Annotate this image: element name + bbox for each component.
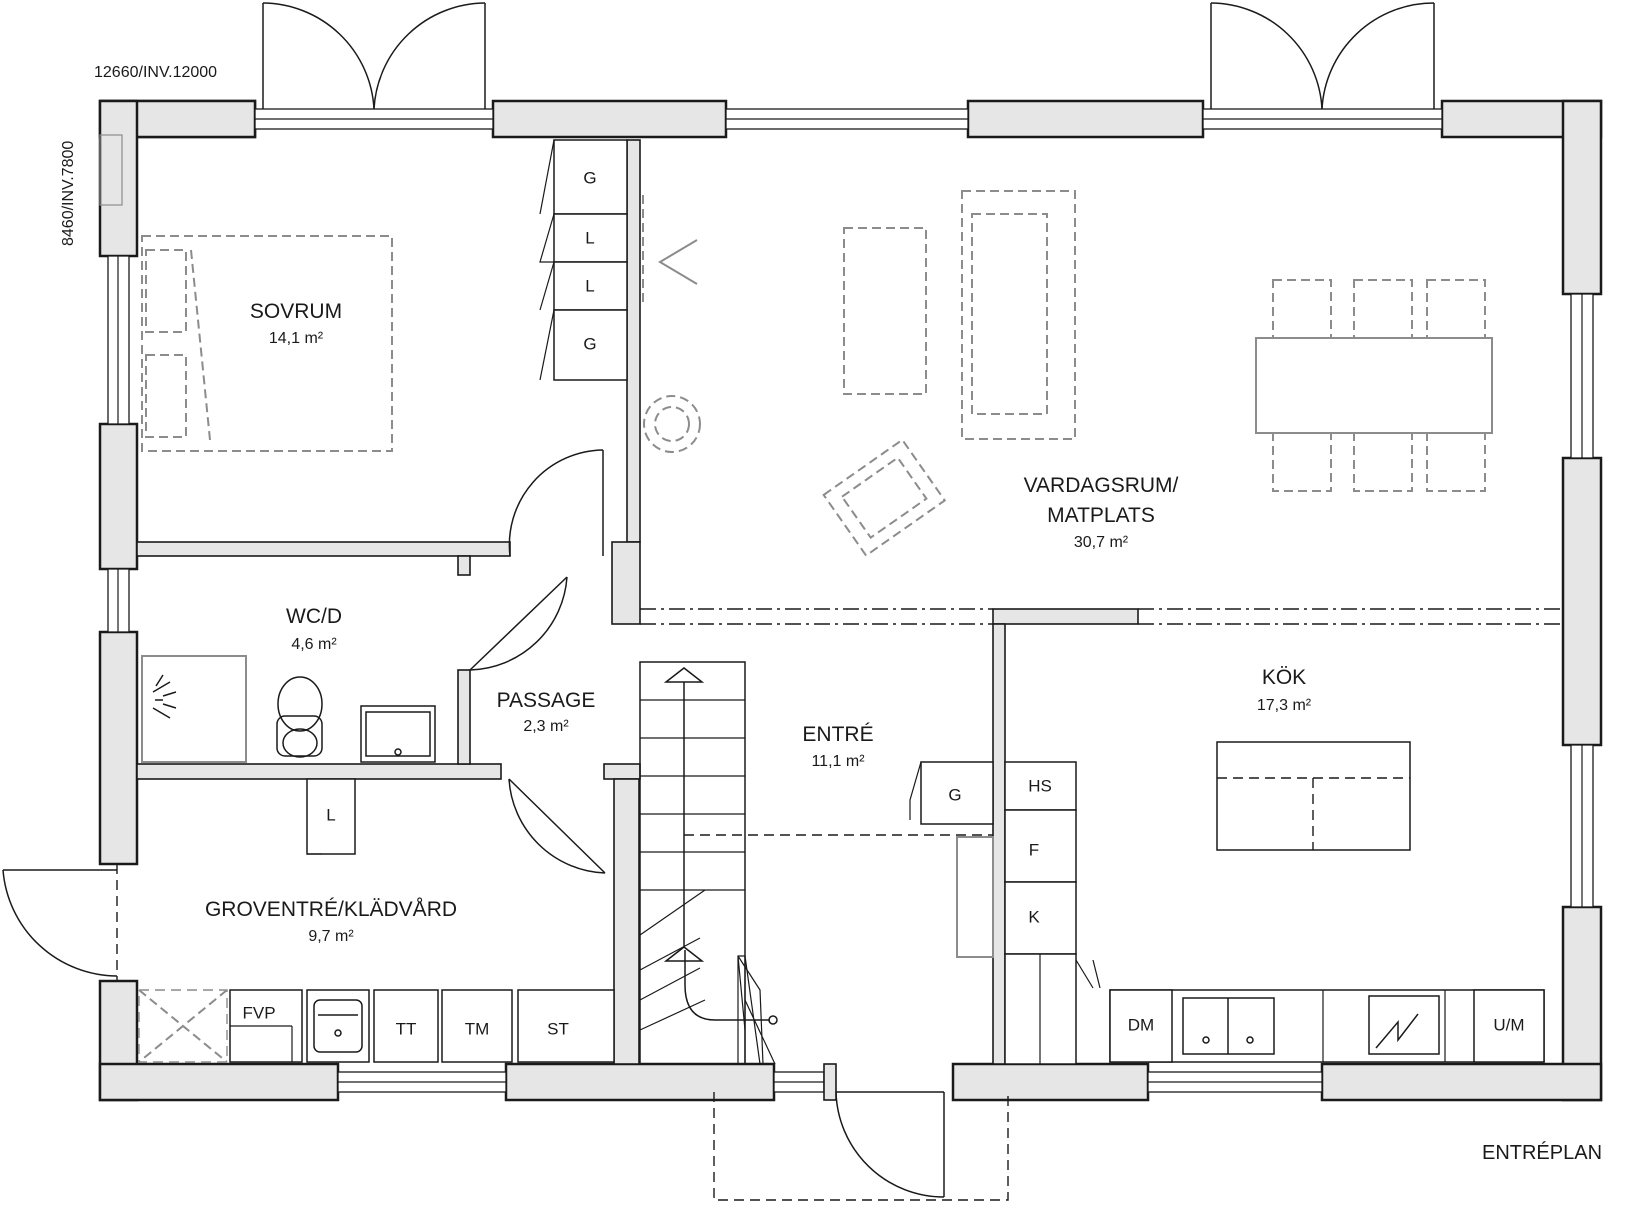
room-entre-name: ENTRÉ [802,723,873,746]
room-labels: SOVRUM 14,1 m² VARDAGSRUM/ MATPLATS 30,7… [205,300,1312,945]
room-passage-name: PASSAGE [497,689,596,712]
st-label: ST [547,1019,569,1038]
hs-label: HS [1028,776,1052,795]
um-label: U/M [1493,1015,1524,1034]
groventre-items: L FVP TT TM ST [138,778,615,1063]
room-vardagsrum-area: 30,7 m² [1074,534,1129,551]
room-passage-area: 2,3 m² [523,718,569,735]
wardrobe-label-l2: L [585,276,594,295]
fvp-label: FVP [242,1003,275,1022]
wc-fixtures [152,674,436,763]
furniture [141,190,1493,763]
room-wc-name: WC/D [286,605,342,628]
exterior-walls [98,99,1603,1102]
wardrobe-label-g2: G [583,334,596,353]
kitchen: HS F K DM U/M [1004,741,1545,1065]
room-wc-area: 4,6 m² [291,636,337,653]
room-entre-area: 11,1 m² [811,753,865,770]
f-label: F [1029,840,1039,859]
tm-label: TM [465,1019,490,1038]
dimension-width: 12660/INV.12000 [94,64,217,81]
top-doors [262,2,1435,110]
room-vardagsrum-name-1: VARDAGSRUM/ [1024,474,1179,497]
room-kok-name: KÖK [1262,666,1306,689]
tt-label: TT [396,1019,417,1038]
dimension-depth: 8460/INV.7800 [60,141,77,246]
staircase [639,661,993,1065]
interior-walls [136,139,1563,1065]
l-cabinet-label: L [326,805,335,824]
room-groventre-area: 9,7 m² [308,928,354,945]
plan-title: ENTRÉPLAN [1482,1141,1602,1164]
annotations: 12660/INV.12000 8460/INV.7800 ENTRÉPLAN [60,64,1602,1164]
g-hall-label: G [948,785,961,804]
wardrobe-label-l1: L [585,228,594,247]
room-kok-area: 17,3 m² [1257,697,1312,714]
room-groventre-name: GROVENTRÉ/KLÄDVÅRD [205,898,457,921]
k-label: K [1028,907,1040,926]
room-vardagsrum-name-2: MATPLATS [1047,504,1155,527]
wardrobe-label-g1: G [583,168,596,187]
room-sovrum-area: 14,1 m² [269,330,324,347]
room-sovrum-name: SOVRUM [250,300,342,323]
dm-label: DM [1128,1015,1154,1034]
wardrobes: G L L G [539,139,628,381]
entre-items: G [909,761,994,958]
interior-doors [2,449,1009,1201]
